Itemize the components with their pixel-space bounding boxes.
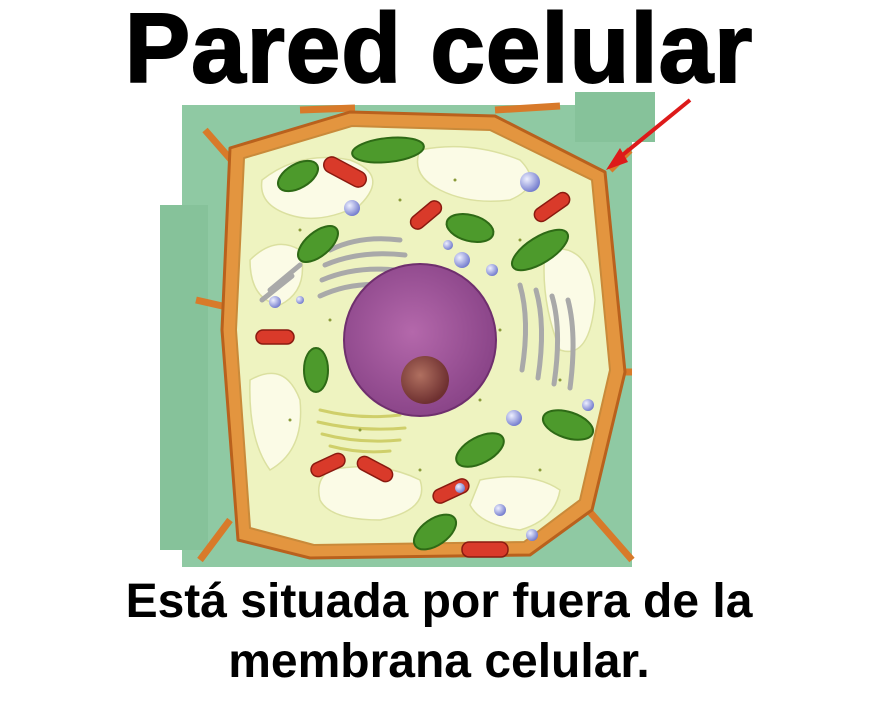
ribosomes <box>288 178 562 472</box>
caption-line-2: membrana celular. <box>228 635 650 688</box>
chloroplasts <box>277 136 595 551</box>
neighbor-tissue-top <box>575 92 655 142</box>
nucleus <box>343 263 497 417</box>
caption-line-1: Está situada por fuera de la <box>125 575 753 628</box>
mitochondria <box>255 156 571 558</box>
caption: Está situada por fuera de la membrana ce… <box>0 572 878 692</box>
vacuoles <box>249 145 596 531</box>
page-title: Pared celular <box>124 0 754 104</box>
vesicles <box>269 172 594 541</box>
golgi-apparatus <box>259 236 576 391</box>
red-arrow-pointer <box>606 98 692 170</box>
nucleolus <box>401 356 449 404</box>
endoplasmic-reticulum <box>316 408 407 454</box>
neighbor-tissue-left <box>160 205 208 550</box>
